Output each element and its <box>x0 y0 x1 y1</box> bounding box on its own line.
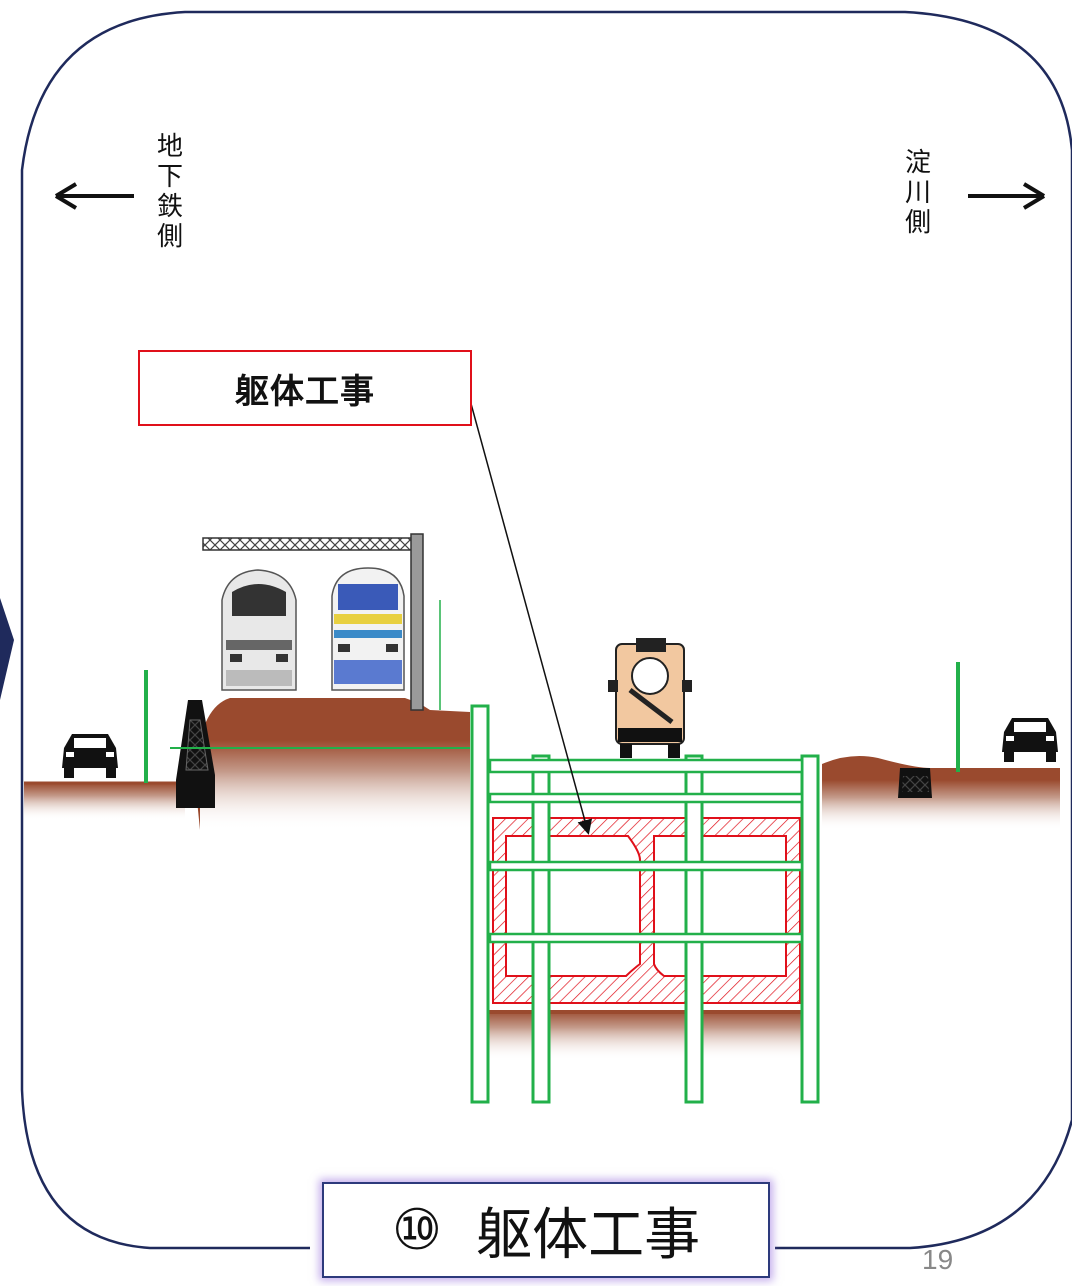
diagram-frame <box>20 10 1072 1250</box>
callout-leader-line <box>469 399 593 835</box>
strut-3 <box>488 932 804 944</box>
right-direction-char: 淀 <box>904 148 931 178</box>
callout-label-box: 躯体工事 <box>138 350 472 426</box>
left-direction-char: 地 <box>156 132 183 162</box>
left-direction-char: 下 <box>156 162 183 192</box>
right-direction-label: 淀 川 側 <box>898 148 938 238</box>
railway-embankment <box>195 698 470 830</box>
step-number: ⑩ <box>391 1197 443 1263</box>
deck-top <box>488 758 804 774</box>
excavation-floor <box>486 1010 810 1060</box>
page-number: 19 <box>922 1244 954 1275</box>
overhead-gantry <box>202 537 414 551</box>
left-direction-char: 鉄 <box>156 192 183 222</box>
train-icon-left <box>221 569 297 691</box>
left-arrow-icon <box>54 182 134 210</box>
sheet-pile-1 <box>470 704 490 1104</box>
gantry-pole <box>410 533 424 711</box>
left-direction-char: 側 <box>156 222 183 252</box>
strut-1 <box>488 792 804 804</box>
strut-2 <box>488 860 804 872</box>
right-direction-char: 川 <box>904 178 931 208</box>
step-title-box: ⑩ 躯体工事 <box>322 1182 770 1278</box>
slide-nav-tab <box>0 598 14 700</box>
train-icon-right <box>331 567 405 691</box>
ground-left <box>24 783 185 820</box>
car-icon-left <box>62 734 118 778</box>
sheet-pile-3 <box>684 754 704 1104</box>
step-title: 躯体工事 <box>476 1202 701 1268</box>
right-arrow-icon <box>968 182 1046 210</box>
mixer-truck-icon <box>608 638 692 758</box>
right-direction-char: 側 <box>904 208 931 238</box>
sheet-pile-4 <box>800 754 820 1104</box>
left-direction-label: 地 下 鉄 側 <box>150 132 190 252</box>
sheet-pile-2 <box>531 754 551 1104</box>
car-icon-right <box>1002 718 1058 762</box>
callout-label: 躯体工事 <box>235 371 375 412</box>
